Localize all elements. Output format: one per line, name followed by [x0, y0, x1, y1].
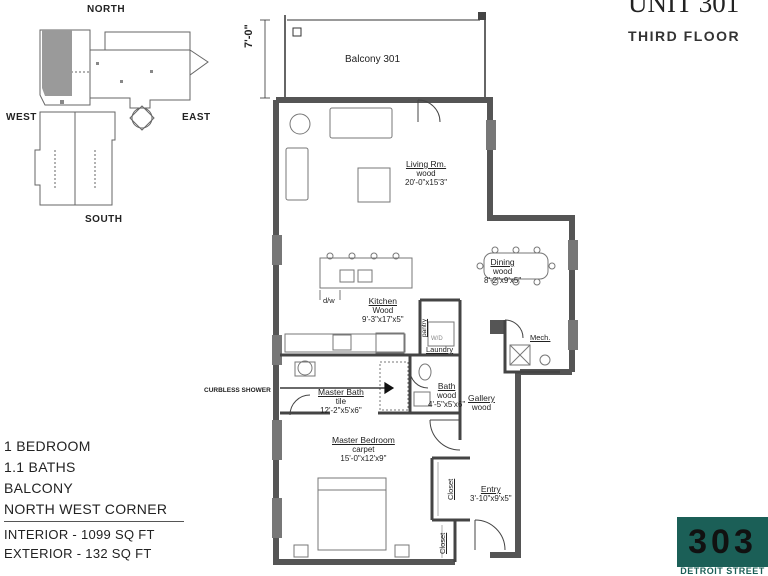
entry-name: Entry — [480, 484, 501, 494]
living-floor: wood — [416, 169, 436, 178]
column — [490, 320, 504, 334]
keyplan-west: WEST — [6, 112, 37, 123]
room-bath: Bath wood 4'-5"x5'x6" — [428, 381, 466, 410]
keyplan-south: SOUTH — [85, 214, 123, 225]
gallery-name: Gallery — [468, 393, 495, 403]
gallery-floor: wood — [471, 403, 492, 412]
mech-label: Mech. — [530, 333, 551, 342]
keyplan-north: NORTH — [87, 4, 126, 15]
dining-floor: wood — [493, 267, 513, 276]
info-balcony: BALCONY — [4, 480, 74, 496]
living-size: 20'-0"x15'3" — [405, 178, 448, 187]
master-bath-floor: tile — [335, 397, 347, 406]
room-living: Living Rm. wood 20'-0"x15'3" — [405, 159, 448, 188]
kitchen-size: 9'-3"x17'x5" — [362, 315, 404, 324]
master-bath-size: 12'-2"x5'x6" — [320, 406, 362, 415]
master-bedroom-size: 15'-0"x12'x9" — [340, 454, 387, 463]
keyplan-east: EAST — [182, 112, 211, 123]
living-name: Living Rm. — [405, 159, 447, 169]
entry-size: 3'-10"x9'x5" — [470, 494, 512, 503]
room-gallery: Gallery wood — [468, 393, 495, 413]
closet-label-2: Closet — [438, 532, 447, 554]
logo-name: DETROIT STREET — [680, 566, 765, 576]
pantry-label: pantry — [421, 318, 428, 337]
info-baths: 1.1 BATHS — [4, 459, 76, 475]
master-bedroom-floor: carpet — [352, 445, 375, 454]
dining-name: Dining — [490, 257, 515, 267]
master-bedroom-name: Master Bedroom — [332, 435, 395, 445]
bath-name: Bath — [437, 381, 456, 391]
key-plan — [34, 29, 209, 206]
dw-label: d/w — [323, 296, 335, 305]
room-dining: Dining wood 8'-2"x9'x5" — [484, 257, 522, 286]
room-master-bedroom: Master Bedroom carpet 15'-0"x12'x9" — [332, 435, 395, 464]
floor-label: THIRD FLOOR — [628, 28, 741, 44]
logo-303: 303 — [677, 517, 768, 567]
info-interior: INTERIOR - 1099 SQ FT — [4, 527, 155, 542]
room-master-bath: Master Bath tile 12'-2"x5'x6" — [318, 387, 364, 416]
keyplan-unit-highlight — [42, 30, 72, 96]
bath-size: 4'-5"x5'x6" — [428, 400, 466, 409]
balcony-dimension: 7'-0" — [243, 24, 255, 48]
curbless-shower-label: CURBLESS SHOWER — [204, 387, 271, 394]
room-kitchen: Kitchen Wood 9'-3"x17'x5" — [362, 296, 404, 325]
info-exterior: EXTERIOR - 132 SQ FT — [4, 546, 152, 561]
info-corner: NORTH WEST CORNER — [4, 501, 168, 517]
master-bath-name: Master Bath — [318, 387, 364, 397]
info-bedrooms: 1 BEDROOM — [4, 438, 91, 454]
kitchen-floor: Wood — [372, 306, 394, 315]
kitchen-name: Kitchen — [368, 296, 397, 306]
closet-label-1: Closet — [446, 478, 455, 500]
laundry-label: Laundry — [426, 345, 454, 354]
logo-number: 303 — [688, 523, 757, 561]
balcony-post — [478, 12, 486, 20]
info-divider — [4, 521, 184, 522]
balcony-label: Balcony 301 — [345, 54, 401, 65]
unit-title: UNIT 301 — [628, 0, 740, 18]
bath-floor: wood — [437, 391, 457, 400]
dining-size: 8'-2"x9'x5" — [484, 276, 522, 285]
wd-label: W/D — [431, 336, 443, 342]
room-entry: Entry 3'-10"x9'x5" — [470, 484, 512, 504]
